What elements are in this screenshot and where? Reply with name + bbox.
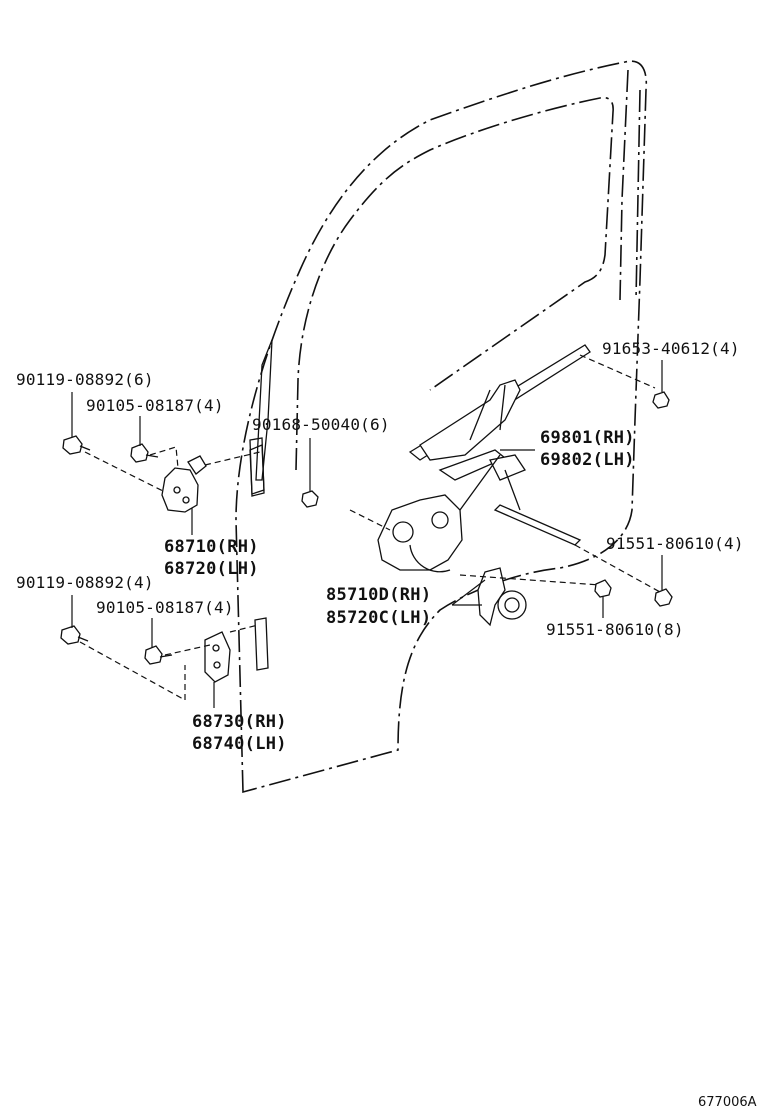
upper-hinge — [161, 455, 207, 513]
callout-90105-08187-4-upper: 90105-08187(4) — [86, 396, 224, 415]
callout-69802-lh: 69802(LH) — [540, 450, 635, 470]
door-outline — [235, 60, 648, 794]
callout-68710-rh: 68710(RH) — [164, 537, 259, 557]
callout-90168-50040: 90168-50040(6) — [252, 415, 390, 434]
callout-91551-80610-4: 91551-80610(4) — [606, 534, 744, 553]
front-channel-strip — [255, 339, 273, 481]
bolt-icon — [144, 645, 173, 665]
callout-90119-08892-6: 90119-08892(6) — [16, 370, 154, 389]
callout-91653-40612: 91653-40612(4) — [602, 339, 740, 358]
callout-85720c-lh: 85720C(LH) — [326, 608, 431, 628]
lower-hinge — [204, 631, 231, 683]
bolt-line-lower-3 — [229, 624, 259, 633]
diagram-code: 677006A — [698, 1095, 757, 1110]
regulator-dash-2 — [579, 354, 656, 389]
regulator-dash-4 — [459, 574, 601, 586]
bolt-icon — [62, 435, 91, 455]
callout-90105-08187-4-lower: 90105-08187(4) — [96, 598, 234, 617]
bolt-icon — [654, 588, 673, 607]
callout-68720-lh: 68720(LH) — [164, 559, 259, 579]
callout-91551-80610-8: 91551-80610(8) — [546, 620, 684, 639]
bolt-line-lower-1 — [79, 641, 186, 702]
lower-hinge-plate — [254, 617, 269, 671]
window-regulator — [377, 344, 591, 627]
bolt-icon — [594, 579, 612, 598]
bolt-line-lower-2 — [164, 644, 211, 656]
bolt-icon — [652, 391, 670, 409]
callout-85710d-rh: 85710D(RH) — [326, 585, 431, 605]
upper-hinge-plate — [249, 437, 265, 497]
callout-68730-rh: 68730(RH) — [192, 712, 287, 732]
callout-69801-rh: 69801(RH) — [540, 428, 635, 448]
glass-run-channel — [619, 69, 641, 301]
window-frame-inner — [295, 96, 614, 471]
callout-90119-08892-4: 90119-08892(4) — [16, 573, 154, 592]
regulator-dash-3 — [574, 544, 661, 593]
bolt-icon — [301, 490, 319, 508]
callout-68740-lh: 68740(LH) — [192, 734, 287, 754]
bolt-line-upper-1 — [84, 451, 166, 493]
bolt-line-upper-2 — [149, 446, 179, 469]
bolt-line-upper-3 — [204, 451, 261, 466]
bolt-icon — [130, 443, 159, 463]
regulator-dash-1 — [349, 509, 391, 531]
leader-j — [451, 579, 486, 606]
bolt-icon — [60, 625, 89, 645]
